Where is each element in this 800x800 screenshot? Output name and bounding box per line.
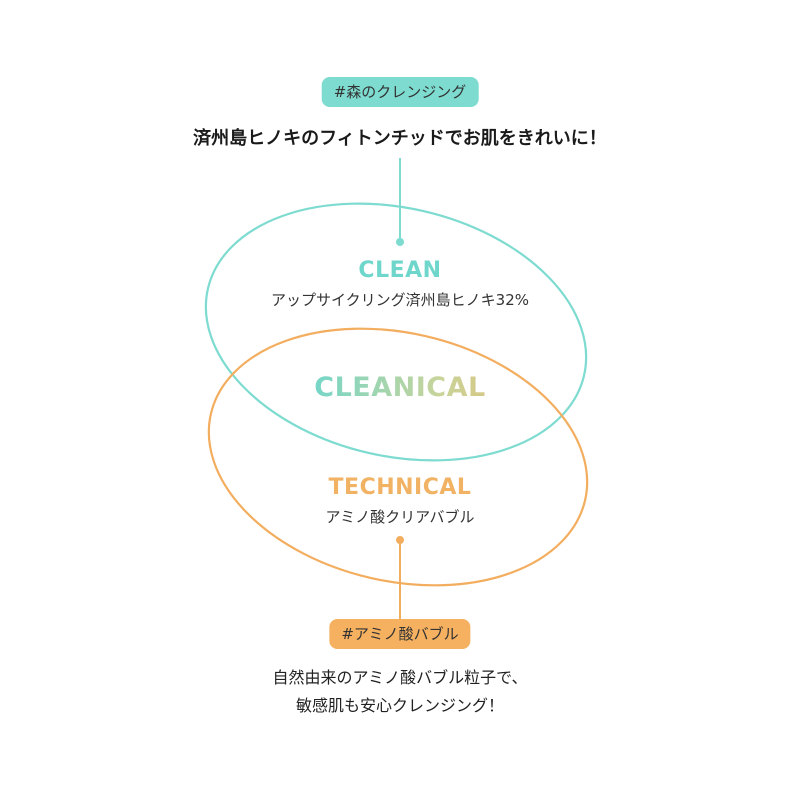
bottom-text-line-2: 敏感肌も安心クレンジング！ — [295, 696, 504, 715]
clean-title: CLEAN — [358, 258, 442, 283]
clean-ellipse — [204, 202, 588, 462]
technical-title: TECHNICAL — [328, 475, 472, 500]
headline: 済州島ヒノキのフィトンチッドでお肌をきれいに！ — [193, 128, 607, 149]
technical-ellipse — [207, 327, 589, 587]
cleanical-title: CLEANICAL — [0, 372, 800, 403]
amino-bubble-tag: #アミノ酸バブル — [329, 619, 471, 649]
bottom-text-line-1: 自然由来のアミノ酸バブル粒子で、 — [272, 668, 528, 687]
forest-cleansing-tag: #森のクレンジング — [321, 77, 479, 107]
technical-description: アミノ酸クリアバブル — [325, 508, 475, 526]
top-connector-dot — [396, 238, 404, 246]
clean-description: アップサイクリング済州島ヒノキ32% — [270, 291, 530, 309]
